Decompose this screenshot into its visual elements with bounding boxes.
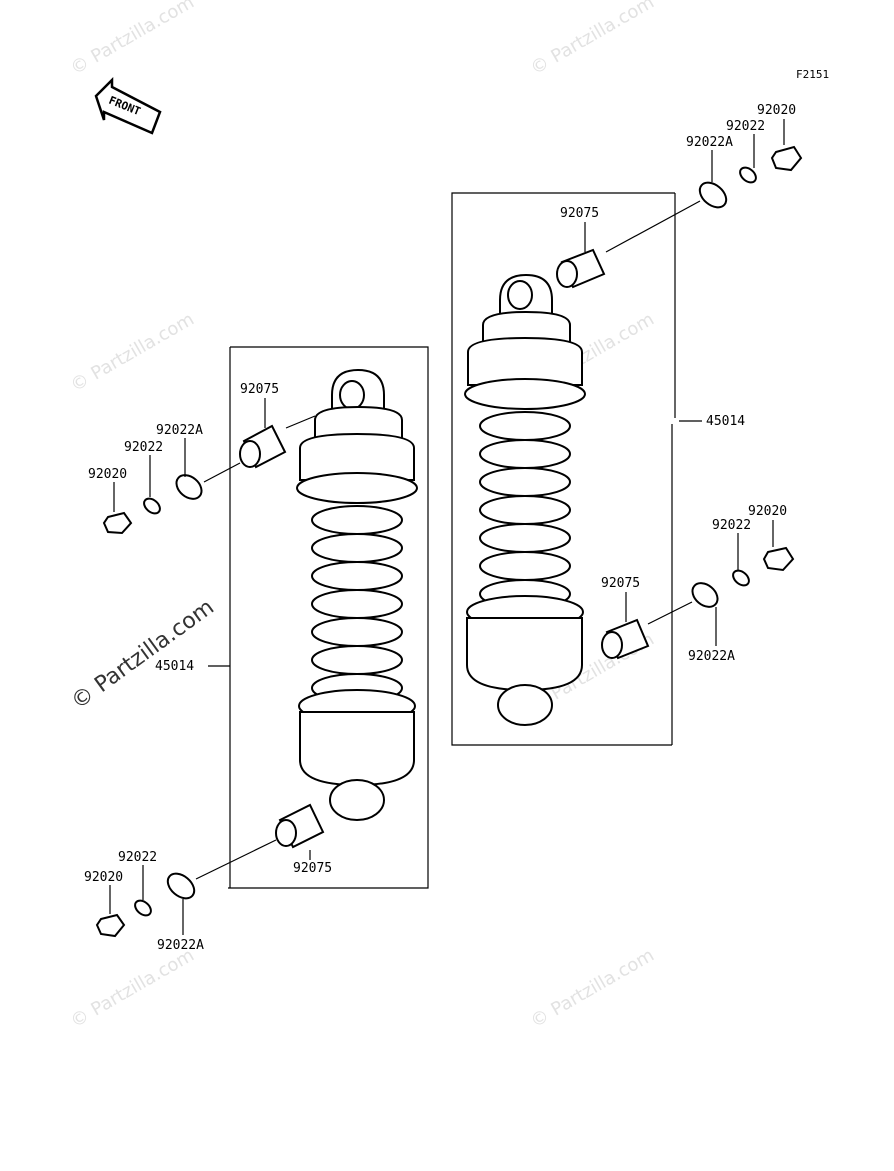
left-shock-group: 92075 92022A 92022 92020 45014 92022 920…: [84, 346, 429, 953]
left-spring: [311, 505, 403, 703]
left-lower-nut-icon: [95, 913, 126, 938]
watermark-2: © Partzilla.com: [527, 0, 658, 79]
watermark-center: © Partzilla.com: [67, 595, 219, 715]
watermark-3: © Partzilla.com: [67, 309, 198, 397]
right-upper-nut-icon: [770, 145, 803, 172]
label-r-washer-low: 92022: [712, 518, 751, 533]
left-upper-washer: [143, 497, 161, 515]
right-shock-group: 92020 92022 92022A 92075 45014 92020 920…: [451, 103, 803, 746]
left-lower-washer-a: [166, 872, 196, 900]
label-l-collar-low: 92075: [293, 861, 332, 876]
left-upper-collar: [239, 424, 287, 469]
right-lower-collar: [601, 618, 650, 660]
right-upper-washer: [739, 166, 757, 184]
right-spring: [479, 411, 571, 609]
watermark-6: © Partzilla.com: [67, 945, 198, 1033]
left-upper-washer-a: [175, 474, 203, 500]
label-r-nut-low: 92020: [748, 504, 787, 519]
label-l-washer-a-low: 92022A: [157, 938, 204, 953]
watermark-1: © Partzilla.com: [67, 0, 198, 79]
right-lower-washer-a: [691, 582, 719, 608]
watermark-7: © Partzilla.com: [527, 945, 658, 1033]
label-r-collar-low: 92075: [601, 576, 640, 591]
front-arrow-icon: FRONT: [94, 76, 162, 135]
right-upper-collar: [556, 248, 606, 289]
left-lower-collar: [275, 803, 325, 849]
label-l-washer-a: 92022A: [156, 423, 203, 438]
right-lower-nut-icon: [762, 546, 795, 572]
right-upper-washer-a: [698, 181, 728, 209]
left-shock-absorber: [296, 368, 418, 821]
label-l-nut: 92020: [88, 467, 127, 482]
label-l-nut-low: 92020: [84, 870, 123, 885]
label-l-collar: 92075: [240, 382, 279, 397]
left-lower-washer: [134, 899, 152, 917]
label-r-nut: 92020: [757, 103, 796, 118]
figure-code: F2151: [796, 68, 829, 81]
label-r-washer-a: 92022A: [686, 135, 733, 150]
label-l-washer: 92022: [124, 440, 163, 455]
label-r-washer: 92022: [726, 119, 765, 134]
label-r-washer-a-low: 92022A: [688, 649, 735, 664]
label-r-collar: 92075: [560, 206, 599, 221]
label-l-washer-low: 92022: [118, 850, 157, 865]
right-shock-absorber: [464, 273, 586, 726]
label-r-shock: 45014: [706, 414, 745, 429]
left-upper-nut-icon: [102, 511, 133, 535]
label-l-shock: 45014: [155, 659, 194, 674]
right-lower-washer: [732, 569, 750, 587]
